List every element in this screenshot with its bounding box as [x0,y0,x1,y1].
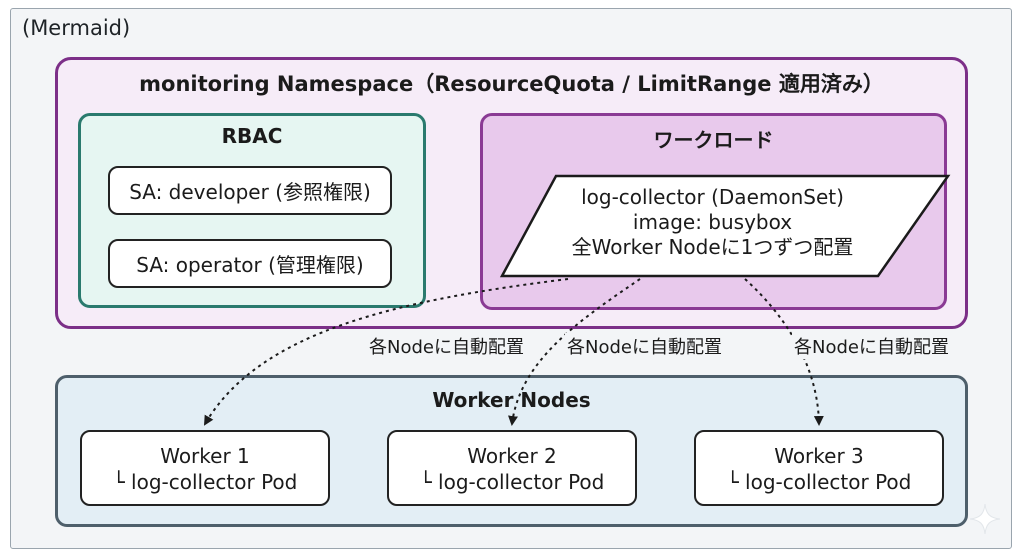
edge-daemonset-worker-1 [203,278,569,426]
worker-3-pod: └ log-collector Pod [726,470,912,494]
edge-label-worker-3: 各Nodeに自動配置 [792,333,951,359]
sparkle-icon [969,503,1001,535]
worker-1-node: Worker 1 └ log-collector Pod [80,430,330,506]
namespace-title: monitoring Namespace（ResourceQuota / Lim… [139,72,884,96]
worker-3-name: Worker 3 [774,444,864,468]
mermaid-label: (Mermaid) [22,16,131,40]
sa-operator-node: SA: operator (管理権限) [108,239,392,288]
edge-daemonset-worker-2 [508,278,641,426]
daemonset-line-image: image: busybox [632,210,793,234]
worker-nodes-title: Worker Nodes [432,388,591,412]
worker-2-name: Worker 2 [467,444,557,468]
daemonset-line-placement: 全Worker Nodeに1つずつ配置 [571,235,854,259]
daemonset-line-name: log-collector (DaemonSet) [581,185,844,209]
worker-1-pod: └ log-collector Pod [112,470,298,494]
edge-label-worker-1: 各Nodeに自動配置 [367,333,526,359]
worker-2-node: Worker 2 └ log-collector Pod [387,430,637,506]
edge-label-worker-2: 各Nodeに自動配置 [565,333,724,359]
worker-2-pod: └ log-collector Pod [419,470,605,494]
worker-3-node: Worker 3 └ log-collector Pod [694,430,944,506]
sa-developer-node: SA: developer (参照権限) [108,166,392,215]
rbac-title: RBAC [221,124,283,148]
daemonset-parallelogram [499,174,951,278]
daemonset-node: log-collector (DaemonSet) image: busybox… [520,185,905,260]
worker-1-name: Worker 1 [160,444,250,468]
workload-title: ワークロード [653,128,774,152]
